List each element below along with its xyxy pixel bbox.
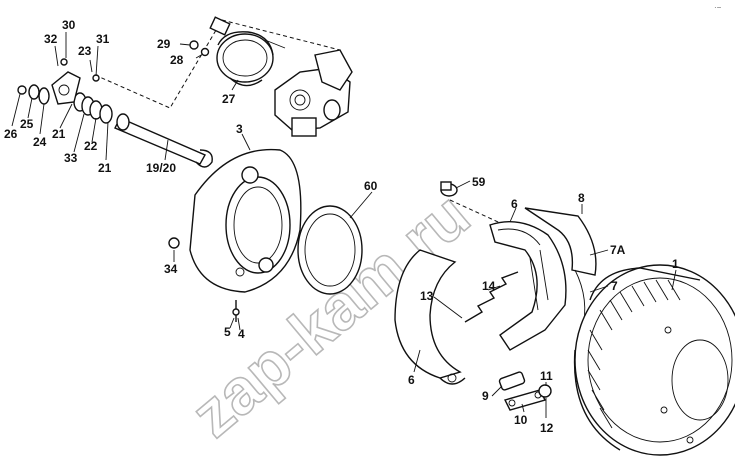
callout-26: 26 [4,127,18,141]
callout-7a: 7A [610,243,626,257]
bolt-4-5-part [232,300,240,322]
mounting-bracket-part [274,49,353,137]
callout-23: 23 [78,44,92,58]
washer-28-part [200,47,210,57]
assembly-line-bracket [221,19,341,51]
brake-shoe-upper-part [489,221,567,351]
brake-drum-part [573,264,735,456]
callout-13: 13 [420,289,434,303]
callout-8: 8 [578,191,585,205]
callout-10: 10 [514,413,528,427]
backing-plate-part [189,148,302,293]
callout-25: 25 [20,117,34,131]
roller-9-part [498,371,526,391]
callout-19-20: 19/20 [146,161,176,175]
return-spring-part [464,271,519,323]
callout-21-lower: 21 [98,161,112,175]
callout-3: 3 [236,122,243,136]
callout-33: 33 [64,151,78,165]
callout-32: 32 [44,32,58,46]
callout-22: 22 [84,139,98,153]
callout-6-lower: 6 [408,373,415,387]
corner-mark: ·− [714,3,722,12]
pin-11-part [538,384,552,398]
callout-4: 4 [238,327,245,341]
callout-24: 24 [33,135,47,149]
lining-7a-part [524,207,597,276]
callout-9: 9 [482,389,489,403]
brake-shoe-lower-part [394,249,466,385]
assembly-line-chamber [94,19,223,109]
callout-5: 5 [224,325,231,339]
small-rings-parts [17,58,100,105]
camshaft-part [114,113,213,168]
callout-27: 27 [222,92,236,106]
callout-31: 31 [96,32,110,46]
callout-21-upper: 21 [52,127,66,141]
callout-7: 7 [611,279,618,293]
callout-6-upper: 6 [511,197,518,211]
callout-14: 14 [482,279,496,293]
gasket-ring-part [297,205,363,295]
nut-29-part [189,40,199,50]
plug-part [440,181,458,197]
slack-adjuster-part [51,71,81,105]
leader-lines [11,32,677,418]
callout-28: 28 [170,53,184,67]
callout-29: 29 [157,37,171,51]
callout-60: 60 [364,179,378,193]
callout-30: 30 [62,18,76,32]
bushing-parts [73,92,113,124]
callout-12: 12 [540,421,554,435]
nut-34-part [168,237,180,249]
callout-34: 34 [164,262,178,276]
callout-1: 1 [672,257,679,271]
callout-59: 59 [472,175,486,189]
callout-11: 11 [540,369,553,383]
brake-chamber-part [209,16,286,87]
